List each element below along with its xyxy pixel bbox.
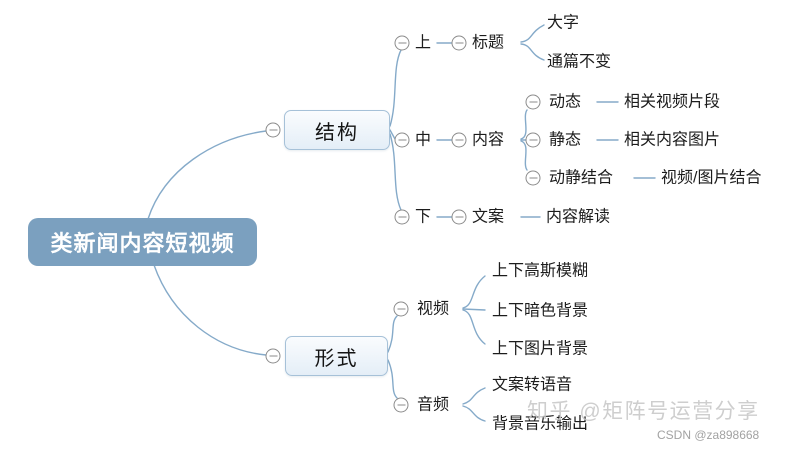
collapse-icon-top[interactable]: [394, 35, 410, 51]
node-bottom-level[interactable]: 下: [415, 208, 432, 226]
node-top-level[interactable]: 上: [415, 34, 432, 52]
leaf-video-gaussianblur[interactable]: 上下高斯模糊: [492, 262, 589, 280]
node-title[interactable]: 标题: [472, 34, 505, 52]
collapse-icon-dynamic[interactable]: [525, 94, 541, 110]
edge-video-leaf1: [462, 275, 486, 309]
watermark-csdn: CSDN @za898668: [657, 428, 760, 442]
node-middle-level[interactable]: 中: [415, 131, 432, 149]
collapse-icon-mixed[interactable]: [525, 170, 541, 186]
edge-audio-leaf1: [462, 387, 486, 405]
leaf-audio-bgm[interactable]: 背景音乐输出: [492, 415, 589, 433]
watermark-zhihu: 知乎 @矩阵号运营分享: [527, 400, 760, 423]
node-copy[interactable]: 文案: [472, 208, 505, 226]
edge-title-leaf2: [520, 43, 545, 61]
structure-node[interactable]: 结构: [284, 110, 390, 150]
edge-root-structure: [147, 130, 267, 220]
collapse-icon-bottom[interactable]: [394, 209, 410, 225]
edge-video-leaf3: [462, 309, 486, 345]
edge-video-leaf2: [462, 308, 486, 311]
node-mixed[interactable]: 动静结合: [549, 169, 614, 187]
node-audio[interactable]: 音频: [417, 396, 450, 414]
leaf-video-imagebg[interactable]: 上下图片背景: [492, 340, 589, 358]
collapse-icon-audio[interactable]: [393, 397, 409, 413]
root-node[interactable]: 类新闻内容短视频: [28, 218, 257, 266]
collapse-icon-title[interactable]: [451, 35, 467, 51]
edge-audio-leaf2: [462, 405, 486, 422]
collapse-icon-static[interactable]: [525, 132, 541, 148]
leaf-video-darkbg[interactable]: 上下暗色背景: [492, 302, 589, 320]
edge-form-video: [387, 315, 398, 353]
leaf-copy-interpretation[interactable]: 内容解读: [546, 208, 611, 226]
node-content[interactable]: 内容: [472, 131, 505, 149]
leaf-title-bigtext[interactable]: 大字: [547, 14, 580, 32]
form-node[interactable]: 形式: [285, 336, 388, 376]
collapse-icon-middle[interactable]: [394, 132, 410, 148]
collapse-icon-form[interactable]: [265, 348, 281, 364]
leaf-dynamic-videoclips[interactable]: 相关视频片段: [624, 93, 721, 111]
node-video[interactable]: 视频: [417, 300, 450, 318]
leaf-audio-tts[interactable]: 文案转语音: [492, 376, 573, 394]
leaf-static-images[interactable]: 相关内容图片: [624, 131, 721, 149]
node-dynamic[interactable]: 动态: [549, 93, 582, 111]
node-static[interactable]: 静态: [549, 131, 582, 149]
edge-title-leaf1: [520, 24, 545, 43]
collapse-icon-video[interactable]: [393, 301, 409, 317]
collapse-icon-content[interactable]: [451, 132, 467, 148]
collapse-icon-copy[interactable]: [451, 209, 467, 225]
collapse-icon-structure[interactable]: [265, 122, 281, 138]
edge-form-audio: [387, 359, 398, 399]
leaf-title-unchanged[interactable]: 通篇不变: [547, 53, 612, 71]
edge-structure-top: [389, 49, 402, 127]
edge-content-mixed: [520, 140, 528, 171]
edge-root-form: [153, 264, 267, 356]
leaf-mixed-combine[interactable]: 视频/图片结合: [661, 169, 762, 187]
